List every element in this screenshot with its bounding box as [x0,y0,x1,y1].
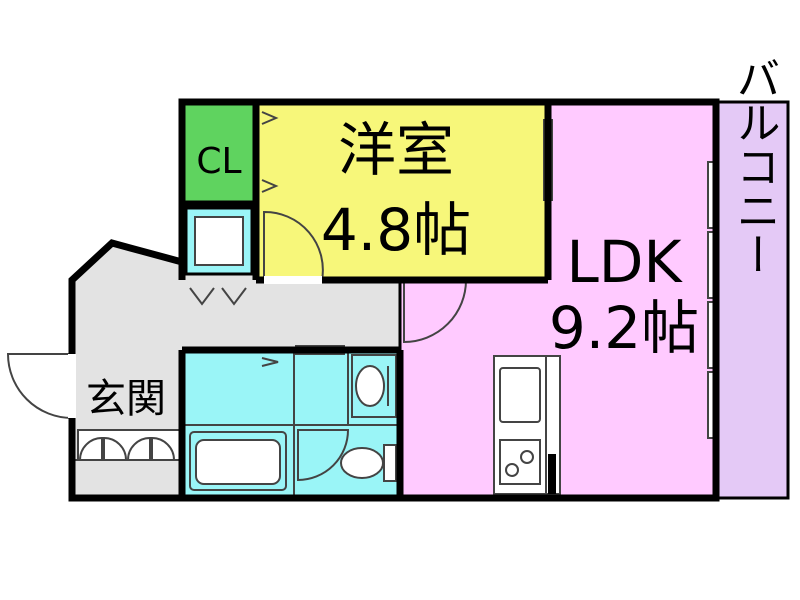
washbasin-icon [351,354,397,418]
ldk-size: 9.2帖 [549,294,699,362]
ldk-name: LDK [566,228,683,296]
balcony-area [716,102,788,498]
kitchen-counter-icon [493,355,561,495]
balcony-label: バルコニー [729,56,780,276]
closet-area [182,102,256,204]
entrance-label: 玄関 [86,376,166,422]
washing-machine-icon [184,206,254,276]
toilet-icon [340,444,397,482]
western-room-size: 4.8帖 [321,196,471,264]
closet-label: CL [196,141,241,182]
shoe-storage-icon [77,429,181,461]
western-room-area [256,102,548,278]
bathtub-icon [189,431,287,491]
western-room-name: 洋室 [338,116,454,184]
refrigerator-space [548,454,556,494]
